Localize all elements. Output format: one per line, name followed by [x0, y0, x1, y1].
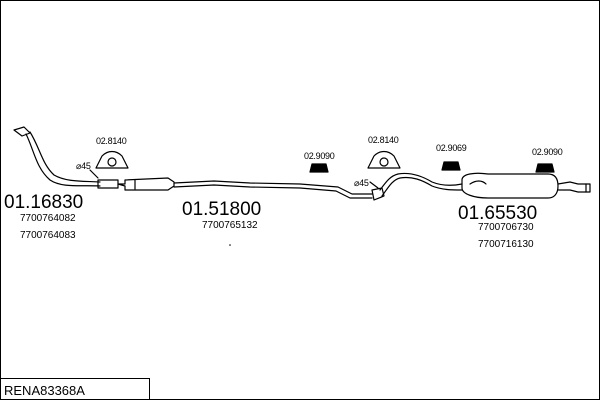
- center-muffler-pipe: [117, 177, 373, 199]
- reference-number: 7700764083: [20, 230, 76, 241]
- diameter-label: ⌀45: [76, 161, 91, 171]
- clamp-code: 02.8140: [96, 136, 127, 146]
- clamp-icon: [367, 150, 401, 169]
- clamp-code: 02.9069: [436, 143, 467, 153]
- clamp-code: 02.8140: [368, 135, 399, 145]
- clamp-icon: [95, 150, 129, 169]
- reference-number: 7700764082: [20, 213, 76, 224]
- diameter-arrow: [369, 181, 379, 189]
- clamp-code: 02.9090: [304, 151, 335, 161]
- clamp-code: 02.9090: [532, 147, 563, 157]
- rear-silencer-pipe: [379, 172, 591, 199]
- dot-mark: [229, 244, 231, 246]
- clamp-icon: [309, 163, 329, 173]
- title-box: RENA83368A: [0, 378, 150, 399]
- clamp-icon: [535, 163, 555, 173]
- reference-number: 7700716130: [478, 239, 534, 250]
- diameter-arrow: [89, 169, 99, 179]
- diagram-title: RENA83368A: [4, 383, 85, 398]
- reference-number: 7700765132: [202, 220, 258, 231]
- part-number: 01.65530: [458, 203, 538, 224]
- clamp-icon: [441, 161, 461, 171]
- diameter-label: ⌀45: [354, 178, 369, 188]
- front-pipe: [13, 126, 119, 189]
- reference-number: 7700706730: [478, 222, 534, 233]
- part-number: 01.16830: [4, 192, 84, 213]
- part-number: 01.51800: [182, 199, 262, 220]
- pipe-joint: [371, 187, 385, 201]
